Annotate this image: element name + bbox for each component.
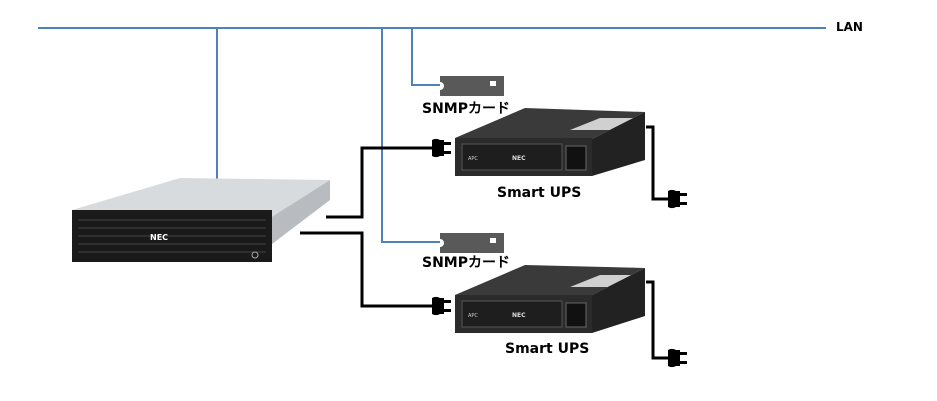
lan-label: LAN — [836, 20, 863, 34]
smart-ups-1: APC NEC — [455, 108, 645, 176]
lan-drop-snmp-card-2 — [381, 28, 440, 243]
plug-icon — [432, 296, 451, 316]
ups-logo-nec: NEC — [512, 155, 526, 162]
ups-label-1: Smart UPS — [497, 185, 582, 201]
plug-icon — [668, 348, 687, 368]
plug-icon — [432, 138, 451, 158]
server-brand-logo: NEC — [150, 233, 168, 242]
ups-brand-apc: APC — [468, 156, 478, 162]
power-cable-ups2-out — [646, 280, 668, 360]
plug-icon — [668, 189, 687, 209]
snmp-card-label-1: SNMPカード — [422, 101, 510, 117]
power-cables — [300, 125, 668, 360]
lan-drop-snmp-card-1 — [411, 28, 440, 86]
ups-logo-nec: NEC — [512, 312, 526, 319]
ups-brand-apc: APC — [468, 313, 478, 319]
ups-label-2: Smart UPS — [505, 341, 590, 357]
nec-server: NEC — [72, 178, 330, 262]
power-cable-ups2 — [300, 231, 432, 308]
power-cable-ups1 — [326, 146, 432, 219]
power-cable-ups1-out — [646, 125, 668, 201]
snmp-card-1 — [440, 76, 504, 96]
snmp-card-2 — [440, 233, 504, 253]
snmp-card-label-2: SNMPカード — [422, 255, 510, 271]
lan-network — [38, 27, 826, 243]
smart-ups-2: APC NEC — [455, 265, 645, 333]
